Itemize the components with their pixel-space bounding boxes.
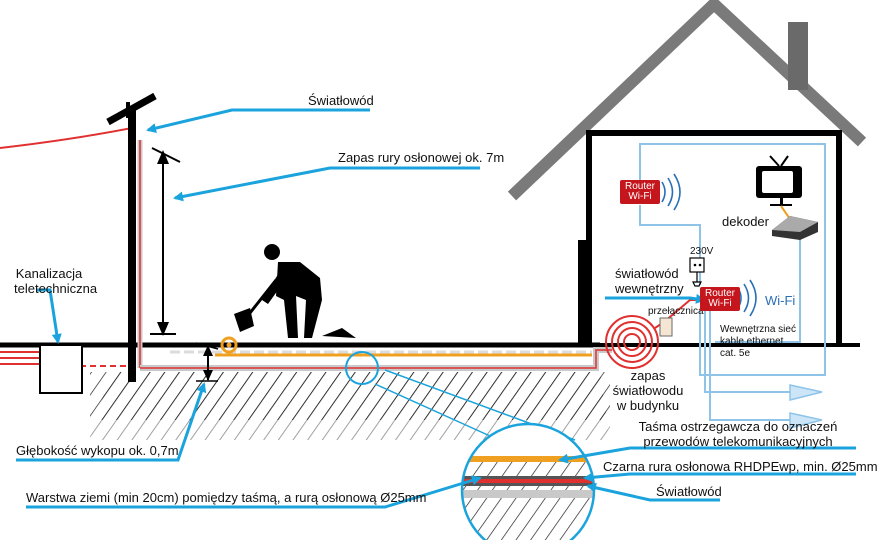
house [507, 0, 867, 345]
router-upper-line2: Wi-Fi [628, 191, 652, 202]
callout-kanalizacja [36, 288, 62, 344]
label-tasma-line1: Taśma ostrzegawcza do oznaczeń [638, 419, 838, 434]
utility-pole [128, 110, 136, 382]
callout-swiatlowod-top [146, 108, 370, 134]
chimney [788, 22, 808, 90]
label-voltage: 230V [690, 246, 714, 257]
callout-glebokosc [16, 382, 207, 462]
callout-czarna-rura [583, 472, 856, 483]
label-swiatlowod-bottom: Światłowód [656, 484, 722, 499]
label-siec-line2: kable ethernet [720, 336, 784, 347]
power-socket-icon [689, 257, 705, 287]
label-zapas-line1: zapas [630, 368, 666, 383]
router-upper-line1: Router [624, 181, 655, 192]
callout-warstwa [26, 475, 482, 509]
label-przelacznica: przełącznica [648, 306, 704, 317]
label-swiatlowod-wewn-line2: wewnętrzny [615, 281, 684, 296]
label-zapas-line3: w budynku [616, 398, 680, 413]
telecom-chamber [39, 344, 83, 394]
tv-icon [756, 155, 802, 206]
router-wifi-upper: Router Wi-Fi [620, 180, 660, 204]
internal-ethernet-lines [639, 143, 826, 421]
set-top-box-icon [772, 216, 818, 240]
label-wifi: Wi-Fi [765, 293, 796, 308]
house-wall-right [836, 130, 842, 345]
callout-zapas-rury [173, 166, 480, 202]
callout-lines [16, 108, 856, 509]
label-swiatlowod-top: Światłowód [308, 93, 374, 108]
callout-swiatlowod-wewnetrzny [605, 293, 706, 304]
label-kanalizacja-line1: Kanalizacja [15, 266, 83, 281]
router-lower-line1: Router [704, 288, 735, 299]
label-glebokosc: Głębokość wykopu ok. 0,7m [16, 443, 179, 458]
label-zapas-line2: światłowodu [612, 383, 684, 398]
label-zapas-swiatlowodu: zapas światłowodu w budynku [610, 368, 686, 413]
callout-tasma [558, 446, 856, 464]
patch-panel [659, 317, 673, 337]
label-czarna-rura: Czarna rura osłonowa RHDPEwp, min. Ø25mm [603, 459, 878, 474]
wifi-waves-icon [661, 173, 681, 211]
aerial-fiber-cable [0, 127, 133, 149]
label-kanalizacja-line2: teletechniczna [14, 281, 98, 296]
label-tasma-line2: przewodów telekomunikacyjnych [643, 434, 833, 449]
wifi-waves-icon [737, 279, 757, 317]
label-dekoder: dekoder [722, 214, 769, 229]
label-tasma: Taśma ostrzegawcza do oznaczeń przewodów… [626, 419, 850, 449]
house-roof [507, 0, 867, 201]
pole-crossarm [106, 92, 157, 126]
label-swiatlowod-wewn-line1: światłowód [615, 266, 679, 281]
label-siec-line1: Wewnętrzna sieć [720, 324, 796, 335]
label-warstwa: Warstwa ziemi (min 20cm) pomiędzy taśmą,… [26, 490, 427, 505]
label-kanalizacja: Kanalizacja teletechniczna [14, 266, 98, 296]
label-swiatlowod-wewnetrzny: światłowód wewnętrzny [615, 266, 684, 296]
router-lower-line2: Wi-Fi [708, 298, 732, 309]
fiber-coil-icon [220, 336, 238, 354]
worker-digging-icon [234, 244, 356, 338]
router-wifi-lower: Router Wi-Fi [700, 287, 740, 311]
label-zapas-rury: Zapas rury osłonowej ok. 7m [338, 150, 505, 165]
label-siec-line3: cat. 5e [720, 348, 751, 359]
label-internal-network: Wewnętrzna sieć kable ethernet cat. 5e [720, 324, 796, 360]
callout-swiatlowod-bottom [586, 482, 720, 502]
house-wall-left [586, 130, 592, 345]
